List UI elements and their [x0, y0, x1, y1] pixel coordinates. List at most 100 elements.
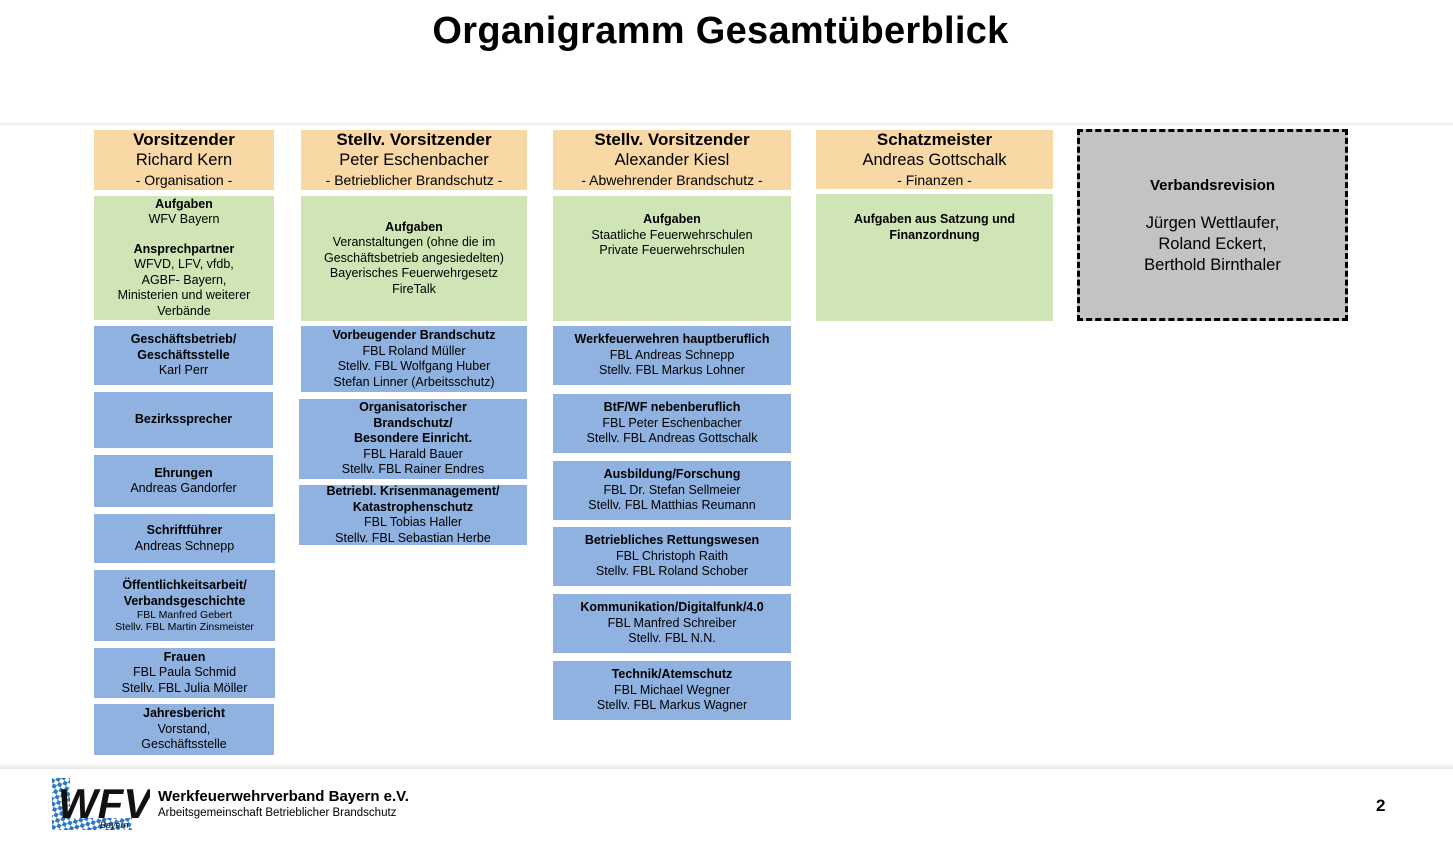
unit-title: Kommunikation/Digitalfunk/4.0 — [580, 600, 764, 615]
unit-line: Stellv. FBL Andreas Gottschalk — [586, 431, 758, 446]
tasks-heading: Aufgaben — [155, 196, 213, 211]
unit-title: Öffentlichkeitsarbeit/ — [122, 578, 247, 592]
unit-line: Vorstand, — [157, 721, 211, 736]
unit-line: Stellv. FBL Martin Zinsmeister — [115, 621, 254, 633]
unit-box: Schriftführer Andreas Schnepp — [94, 514, 275, 563]
revision-name: Jürgen Wettlaufer, — [1145, 213, 1280, 232]
unit-box: Technik/Atemschutz FBL Michael Wegner St… — [553, 661, 791, 720]
unit-line: FBL Harald Bauer — [363, 446, 463, 461]
unit-line: Stellv. FBL Matthias Reumann — [588, 498, 756, 513]
unit-line: FBL Andreas Schnepp — [609, 347, 735, 362]
unit-title: Ausbildung/Forschung — [603, 467, 741, 482]
unit-line: Andreas Gandorfer — [130, 481, 237, 495]
unit-title: Frauen — [163, 649, 206, 664]
unit-line: Stellv. FBL Markus Lohner — [599, 363, 745, 378]
unit-line: FBL Manfred Gebert — [136, 609, 233, 621]
tasks-heading: Aufgaben — [643, 212, 701, 226]
tasks-heading: Finanzordnung — [889, 227, 980, 242]
unit-box: Betriebliches Rettungswesen FBL Christop… — [553, 527, 791, 586]
unit-title: Geschäftsstelle — [137, 347, 230, 362]
unit-line: FBL Roland Müller — [362, 343, 466, 358]
unit-title: BtF/WF nebenberuflich — [603, 400, 741, 415]
unit-title: Schriftführer — [146, 523, 223, 537]
head-area: - Betrieblicher Brandschutz - — [325, 172, 503, 188]
contacts-line: Ministerien und weiterer — [117, 288, 251, 303]
bottom-divider — [0, 763, 1453, 769]
top-divider — [0, 123, 1453, 126]
head-role: Vorsitzender — [133, 130, 235, 149]
head-schatzmeister: Schatzmeister Andreas Gottschalk - Finan… — [816, 130, 1053, 189]
unit-line: FBL Christoph Raith — [615, 548, 729, 563]
unit-line: Karl Perr — [158, 363, 209, 378]
head-name: Andreas Gottschalk — [862, 150, 1007, 169]
unit-line: Stellv. FBL Julia Möller — [121, 680, 248, 695]
tasks-box: Aufgaben Veranstaltungen (ohne die im Ge… — [301, 196, 527, 321]
unit-box: Frauen FBL Paula Schmid Stellv. FBL Juli… — [94, 648, 275, 698]
head-role: Stellv. Vorsitzender — [336, 130, 492, 149]
head-name: Alexander Kiesl — [614, 151, 730, 169]
revision-name: Roland Eckert, — [1158, 234, 1267, 253]
verbandsrevision-box: Verbandsrevision Jürgen Wettlaufer, Rola… — [1077, 129, 1348, 321]
head-name: Richard Kern — [135, 151, 233, 169]
unit-title: Betriebliches Rettungswesen — [584, 533, 760, 548]
unit-title: Besondere Einricht. — [353, 431, 473, 446]
unit-box: Öffentlichkeitsarbeit/ Verbandsgeschicht… — [94, 570, 275, 641]
head-stellv-vorsitzender-2: Stellv. Vorsitzender Alexander Kiesl - A… — [553, 130, 791, 190]
unit-line: FBL Peter Eschenbacher — [602, 415, 742, 430]
tasks-box: Aufgaben Staatliche Feuerwehrschulen Pri… — [553, 196, 791, 321]
unit-title: Betriebl. Krisenmanagement/ — [326, 484, 500, 498]
unit-line: Andreas Schnepp — [134, 538, 235, 553]
head-role: Stellv. Vorsitzender — [594, 130, 750, 149]
tasks-line: Geschäftsbetrieb angesiedelten) — [324, 250, 504, 265]
unit-title: Werkfeuerwehren hauptberuflich — [574, 332, 770, 347]
tasks-box: Aufgaben WFV Bayern Ansprechpartner WFVD… — [94, 196, 274, 320]
unit-box: Jahresbericht Vorstand, Geschäftsstelle — [94, 704, 274, 755]
unit-box: Organisatorischer Brandschutz/ Besondere… — [299, 399, 527, 479]
tasks-heading: Aufgaben — [385, 219, 443, 234]
unit-line: Stellv. FBL Rainer Endres — [341, 462, 485, 477]
unit-line: Stefan Linner (Arbeitsschutz) — [333, 374, 495, 389]
unit-box: Geschäftsbetrieb/ Geschäftsstelle Karl P… — [94, 326, 273, 385]
unit-line: Geschäftsstelle — [141, 737, 227, 752]
organization-name: Werkfeuerwehrverband Bayern e.V. — [158, 788, 409, 805]
unit-box: Ausbildung/Forschung FBL Dr. Stefan Sell… — [553, 461, 791, 520]
page-number: 2 — [1376, 796, 1386, 815]
revision-name: Berthold Birnthaler — [1144, 255, 1281, 274]
unit-line: FBL Tobias Haller — [364, 515, 462, 529]
unit-line: FBL Paula Schmid — [132, 665, 237, 680]
unit-title: Technik/Atemschutz — [611, 667, 733, 682]
head-name: Peter Eschenbacher — [339, 151, 489, 169]
head-stellv-vorsitzender-1: Stellv. Vorsitzender Peter Eschenbacher … — [301, 130, 527, 190]
tasks-line: Veranstaltungen (ohne die im — [332, 235, 496, 250]
contacts-line: Verbände — [157, 303, 211, 318]
unit-title: Bezirkssprecher — [134, 412, 233, 427]
unit-title: Jahresbericht — [143, 706, 225, 721]
logo-sub: Bayern — [100, 820, 129, 830]
tasks-heading: Aufgaben aus Satzung und — [853, 212, 1016, 226]
page-title: Organigramm Gesamtüberblick — [432, 10, 1009, 52]
revision-title: Verbandsrevision — [1149, 176, 1276, 194]
tasks-line: WFV Bayern — [148, 212, 220, 227]
unit-line: FBL Manfred Schreiber — [607, 615, 737, 630]
unit-box: Betriebl. Krisenmanagement/ Katastrophen… — [299, 484, 527, 545]
unit-line: Stellv. FBL Roland Schober — [595, 564, 749, 579]
logo-text: WFV — [58, 780, 150, 827]
head-vorsitzender: Vorsitzender Richard Kern - Organisation… — [94, 130, 274, 190]
tasks-box: Aufgaben aus Satzung und Finanzordnung — [816, 194, 1053, 321]
unit-line: FBL Michael Wegner — [613, 682, 731, 697]
head-area: - Abwehrender Brandschutz - — [581, 172, 763, 188]
unit-title: Brandschutz/ — [373, 415, 453, 430]
wfv-logo: WFV Bayern — [52, 778, 154, 830]
tasks-line: Private Feuerwehrschulen — [599, 243, 745, 257]
unit-title: Organisatorischer — [359, 400, 467, 415]
unit-box: Werkfeuerwehren hauptberuflich FBL Andre… — [553, 326, 791, 385]
contacts-line: WFVD, LFV, vfdb, — [134, 257, 234, 272]
unit-line: Stellv. FBL Wolfgang Huber — [337, 359, 491, 373]
head-area: - Finanzen - — [897, 171, 972, 188]
unit-line: FBL Dr. Stefan Sellmeier — [603, 482, 741, 497]
organization-subtitle: Arbeitsgemeinschaft Betrieblicher Brands… — [158, 807, 397, 819]
unit-title: Katastrophenschutz — [352, 499, 474, 514]
unit-title: Geschäftsbetrieb/ — [130, 332, 237, 347]
contacts-heading: Ansprechpartner — [133, 241, 235, 256]
unit-box: Kommunikation/Digitalfunk/4.0 FBL Manfre… — [553, 594, 791, 653]
